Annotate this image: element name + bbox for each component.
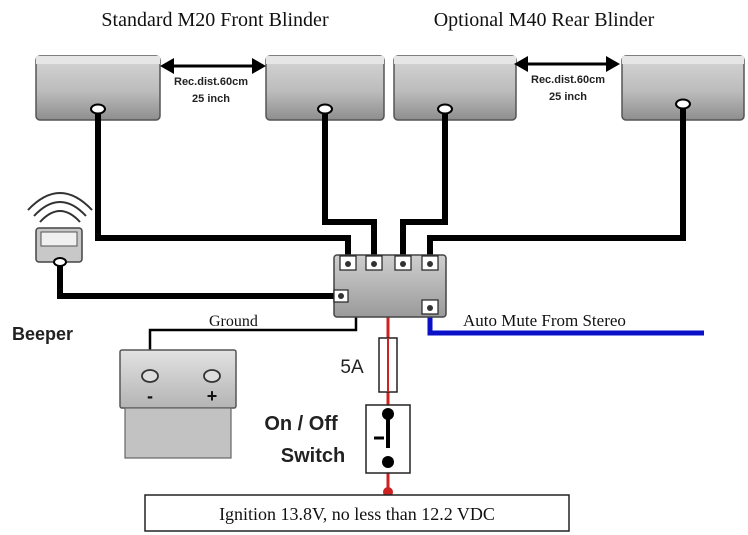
rear-distance-label: Rec.dist.60cm: [531, 74, 605, 86]
switch-label-line1: On / Off: [264, 413, 338, 435]
front-distance-inches: 25 inch: [192, 93, 230, 105]
beeper-label: Beeper: [12, 324, 73, 344]
on-off-switch: [365, 404, 411, 474]
battery-minus-sign: -: [147, 386, 153, 406]
front-distance-arrow: [160, 58, 266, 74]
switch-label-line2: Switch: [281, 445, 345, 467]
fuse-rating-label: 5A: [340, 357, 364, 378]
front-blinder-heading: Standard M20 Front Blinder: [101, 9, 329, 31]
ground-label: Ground: [209, 313, 258, 330]
blinder-wires: [95, 108, 686, 255]
battery-negative-terminal: [141, 369, 159, 383]
rear-distance-inches: 25 inch: [549, 91, 587, 103]
rear-distance-arrow: [514, 56, 620, 72]
automute-wire: [427, 316, 704, 336]
automute-label: Auto Mute From Stereo: [463, 311, 626, 330]
beeper-wire: [57, 264, 336, 299]
ignition-box: [144, 494, 570, 532]
battery-positive-terminal: [203, 369, 221, 383]
beeper-device: [27, 192, 93, 267]
battery-plus-sign: +: [207, 386, 218, 406]
control-box: [333, 254, 447, 318]
rear-blinder-right: [621, 55, 745, 121]
battery: [119, 349, 237, 459]
ignition-label: Ignition 13.8V, no less than 12.2 VDC: [219, 504, 495, 524]
front-distance-label: Rec.dist.60cm: [174, 76, 248, 88]
rear-blinder-left: [393, 55, 517, 121]
rear-blinder-heading: Optional M40 Rear Blinder: [434, 9, 655, 31]
front-blinder-left: [35, 55, 161, 121]
front-blinder-right: [265, 55, 385, 121]
